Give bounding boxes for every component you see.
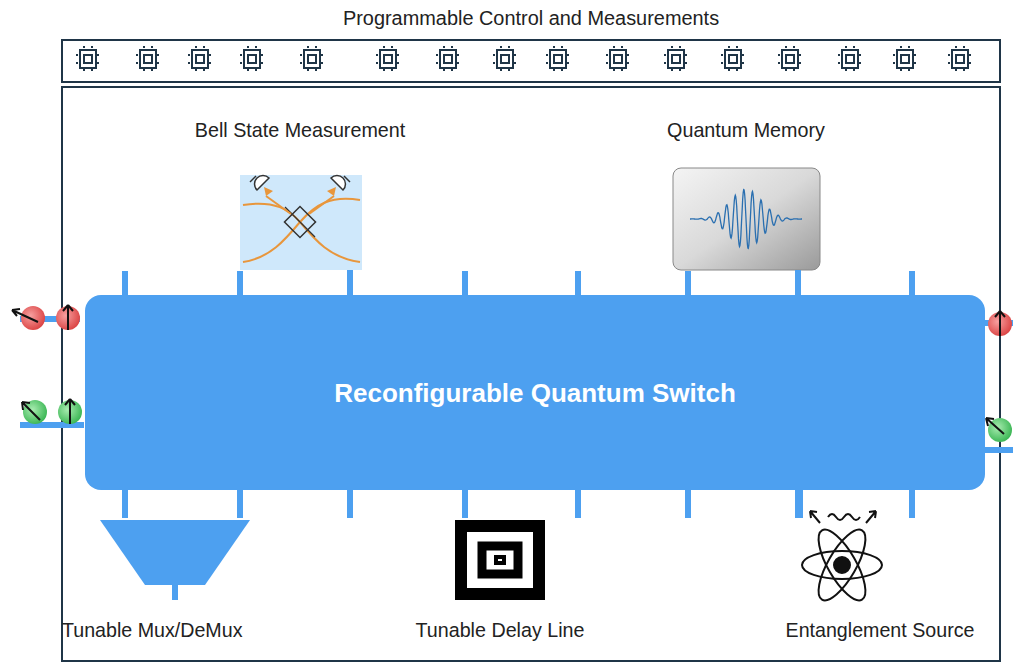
module-label: Bell State Measurement bbox=[150, 118, 450, 142]
switch-label: Reconfigurable Quantum Switch bbox=[334, 378, 736, 408]
bsm-icon bbox=[240, 175, 362, 270]
switch-link bbox=[347, 270, 353, 295]
memory-icon bbox=[673, 168, 820, 270]
switch-link bbox=[462, 490, 468, 518]
module-label: Quantum Memory bbox=[596, 118, 896, 142]
module-label: Tunable Mux/DeMux bbox=[62, 618, 292, 642]
chip-icons bbox=[76, 46, 972, 72]
delay-line-icon bbox=[461, 526, 539, 594]
switch-link bbox=[797, 490, 803, 518]
control-panel-box: Programmable Control and Measurements bbox=[62, 0, 1000, 82]
module-label: Tunable Delay Line bbox=[370, 618, 630, 642]
module-label: Entanglement Source bbox=[765, 618, 995, 642]
control-panel bbox=[62, 40, 1000, 82]
mux-icon bbox=[100, 520, 250, 600]
module-label: Programmable Control and Measurements bbox=[62, 6, 1000, 30]
outer-frame bbox=[62, 87, 1000, 661]
switch-box: Reconfigurable Quantum Switch bbox=[85, 295, 985, 490]
source-module: Entanglement Source bbox=[765, 518, 995, 648]
mux-module: Tunable Mux/DeMux bbox=[62, 518, 292, 648]
switch-link bbox=[122, 490, 128, 518]
atom-icon bbox=[802, 511, 882, 607]
bsm-module: Bell State Measurement bbox=[150, 112, 450, 270]
delay-module: Tunable Delay Line bbox=[370, 518, 630, 648]
switch-link bbox=[795, 270, 801, 295]
memory-module: Quantum Memory bbox=[596, 112, 896, 270]
